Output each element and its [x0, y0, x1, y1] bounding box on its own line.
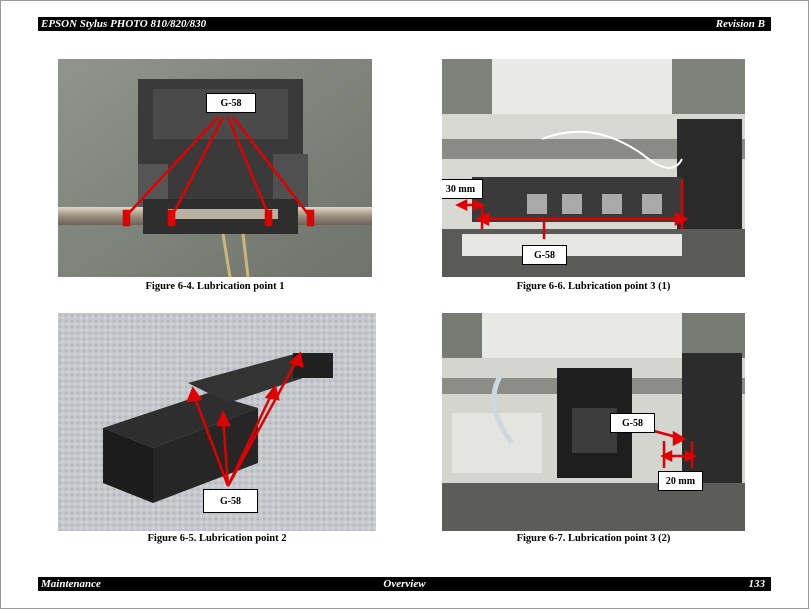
- callout-g58: G-58: [522, 245, 567, 265]
- header-revision: Revision B: [715, 18, 765, 30]
- footer-bar: Maintenance Overview 133: [38, 577, 771, 591]
- footer-section: Maintenance: [41, 578, 101, 590]
- figure-6-7-photo: G-58 20 mm: [442, 313, 745, 531]
- figure-6-5-photo: G-58: [58, 313, 376, 531]
- figure-6-6-caption: Figure 6-6. Lubrication point 3 (1): [516, 281, 671, 292]
- callout-g58: G-58: [206, 93, 256, 113]
- figure-6-7-caption: Figure 6-7. Lubrication point 3 (2): [516, 533, 671, 544]
- figure-6-4-photo: G-58: [58, 59, 372, 277]
- callout-20mm: 20 mm: [658, 471, 703, 491]
- callout-g58: G-58: [203, 489, 258, 513]
- footer-chapter: Overview: [383, 578, 426, 590]
- figure-6-5-caption: Figure 6-5. Lubrication point 2: [147, 533, 287, 544]
- figure-6-4-caption: Figure 6-4. Lubrication point 1: [145, 281, 285, 292]
- callout-g58: G-58: [610, 413, 655, 433]
- figure-6-6-photo: 30 mm G-58: [442, 59, 745, 277]
- page-number: 133: [748, 578, 766, 590]
- header-title: EPSON Stylus PHOTO 810/820/830: [41, 18, 207, 30]
- header-bar: EPSON Stylus PHOTO 810/820/830 Revision …: [38, 17, 771, 31]
- callout-30mm: 30 mm: [442, 179, 483, 199]
